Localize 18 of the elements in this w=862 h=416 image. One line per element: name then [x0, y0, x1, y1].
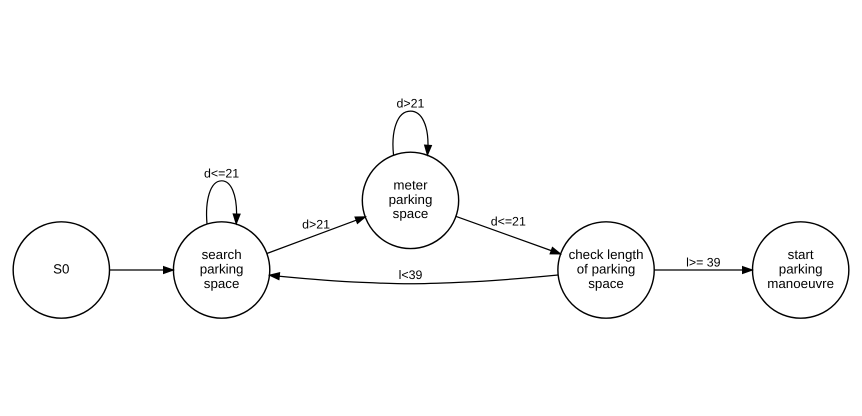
node-circle: meter parking space — [362, 151, 460, 250]
edge-label: d<=21 — [204, 166, 240, 180]
arrow — [110, 266, 176, 274]
arrow — [654, 266, 754, 274]
arrow — [206, 180, 241, 226]
node-circle: S0 — [12, 221, 110, 319]
edge-label: d<=21 — [490, 214, 526, 229]
edge-label: d>21 — [302, 217, 330, 232]
node-circle: search parking space — [172, 221, 270, 319]
node-circle: start parking manoeuvre — [752, 221, 850, 319]
edge-label: l>= 39 — [686, 256, 721, 270]
arrow — [392, 110, 432, 157]
arrow — [268, 272, 558, 284]
arrow — [266, 216, 367, 254]
arrow — [456, 216, 562, 255]
edge-label: l<39 — [398, 268, 422, 282]
edge-label: d>21 — [396, 96, 424, 111]
node-circle: check length of parking space — [557, 221, 655, 319]
